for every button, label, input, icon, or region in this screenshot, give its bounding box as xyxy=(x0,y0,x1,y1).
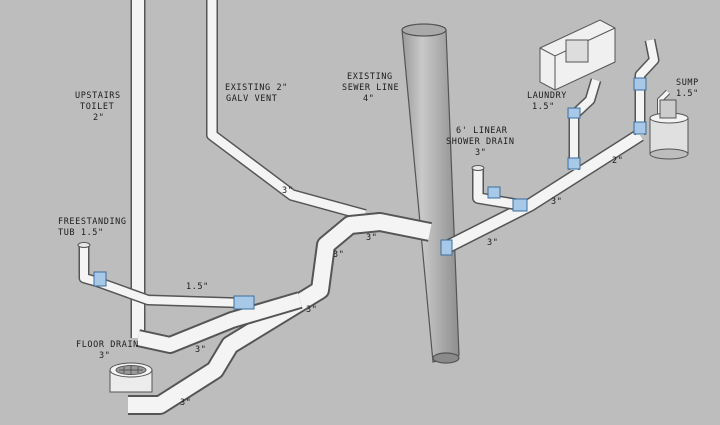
size-main-lower: 3" xyxy=(195,345,206,355)
svg-text:GALV VENT: GALV VENT xyxy=(226,94,277,104)
svg-text:FLOOR DRAIN: FLOOR DRAIN xyxy=(76,340,139,350)
toilet-to-main-pipe xyxy=(136,291,303,354)
svg-text:LAUNDRY: LAUNDRY xyxy=(527,91,567,101)
svg-text:EXISTING: EXISTING xyxy=(347,72,393,82)
svg-text:3": 3" xyxy=(99,351,110,361)
size-sewer-tie: 3" xyxy=(366,233,377,243)
shower-trap-coupling xyxy=(487,186,501,199)
label-sump: SUMP 1.5" xyxy=(676,78,699,99)
svg-text:2": 2" xyxy=(93,113,104,123)
label-existing-vent: EXISTING 2" GALV VENT xyxy=(225,83,288,104)
galv-vent-pipe xyxy=(206,0,367,221)
svg-text:TOILET: TOILET xyxy=(80,102,114,112)
laundry-outlet-box xyxy=(539,19,616,91)
svg-text:EXISTING 2": EXISTING 2" xyxy=(225,83,288,93)
svg-text:TUB 1.5": TUB 1.5" xyxy=(58,228,104,238)
shower-coupling xyxy=(440,239,453,256)
svg-text:UPSTAIRS: UPSTAIRS xyxy=(75,91,121,101)
svg-text:1.5": 1.5" xyxy=(676,89,699,99)
svg-text:6' LINEAR: 6' LINEAR xyxy=(456,126,508,136)
label-existing-sewer: EXISTING SEWER LINE 4" xyxy=(342,72,399,104)
label-laundry: LAUNDRY 1.5" xyxy=(527,91,567,112)
size-shower-branch: 3" xyxy=(551,197,562,207)
tub-drain-pipe xyxy=(77,242,255,310)
svg-text:4": 4" xyxy=(363,94,374,104)
laundry-pipe xyxy=(567,78,602,170)
shower-wye-coupling xyxy=(512,198,528,212)
svg-text:3": 3" xyxy=(475,148,486,158)
size-main-mid: 3" xyxy=(306,305,317,315)
label-upstairs-toilet: UPSTAIRS TOILET 2" xyxy=(75,91,121,123)
floor-drain-icon xyxy=(109,362,153,393)
label-floor-drain: FLOOR DRAIN 3" xyxy=(76,340,139,361)
size-sump-branch: 2" xyxy=(612,156,623,166)
existing-sewer-pipe xyxy=(401,23,460,364)
tub-wye-coupling xyxy=(233,295,255,310)
svg-text:FREESTANDING: FREESTANDING xyxy=(58,217,127,227)
size-shower-main: 3" xyxy=(487,238,498,248)
svg-text:SUMP: SUMP xyxy=(676,78,699,88)
svg-text:SEWER LINE: SEWER LINE xyxy=(342,83,399,93)
size-floor-run: 3" xyxy=(180,398,191,408)
svg-text:SHOWER DRAIN: SHOWER DRAIN xyxy=(446,137,515,147)
label-linear-shower-drain: 6' LINEAR SHOWER DRAIN 3" xyxy=(446,126,515,158)
size-tub-arm: 1.5" xyxy=(186,282,209,292)
svg-text:1.5": 1.5" xyxy=(532,102,555,112)
size-main-upper: 3" xyxy=(333,250,344,260)
tub-coupling xyxy=(93,271,107,287)
label-freestanding-tub: FREESTANDING TUB 1.5" xyxy=(58,217,127,238)
main-drain-pipe xyxy=(128,212,432,415)
shower-branch-pipe xyxy=(440,129,644,256)
sump-pump-icon xyxy=(649,99,689,160)
size-vent-run: 3" xyxy=(282,186,293,196)
